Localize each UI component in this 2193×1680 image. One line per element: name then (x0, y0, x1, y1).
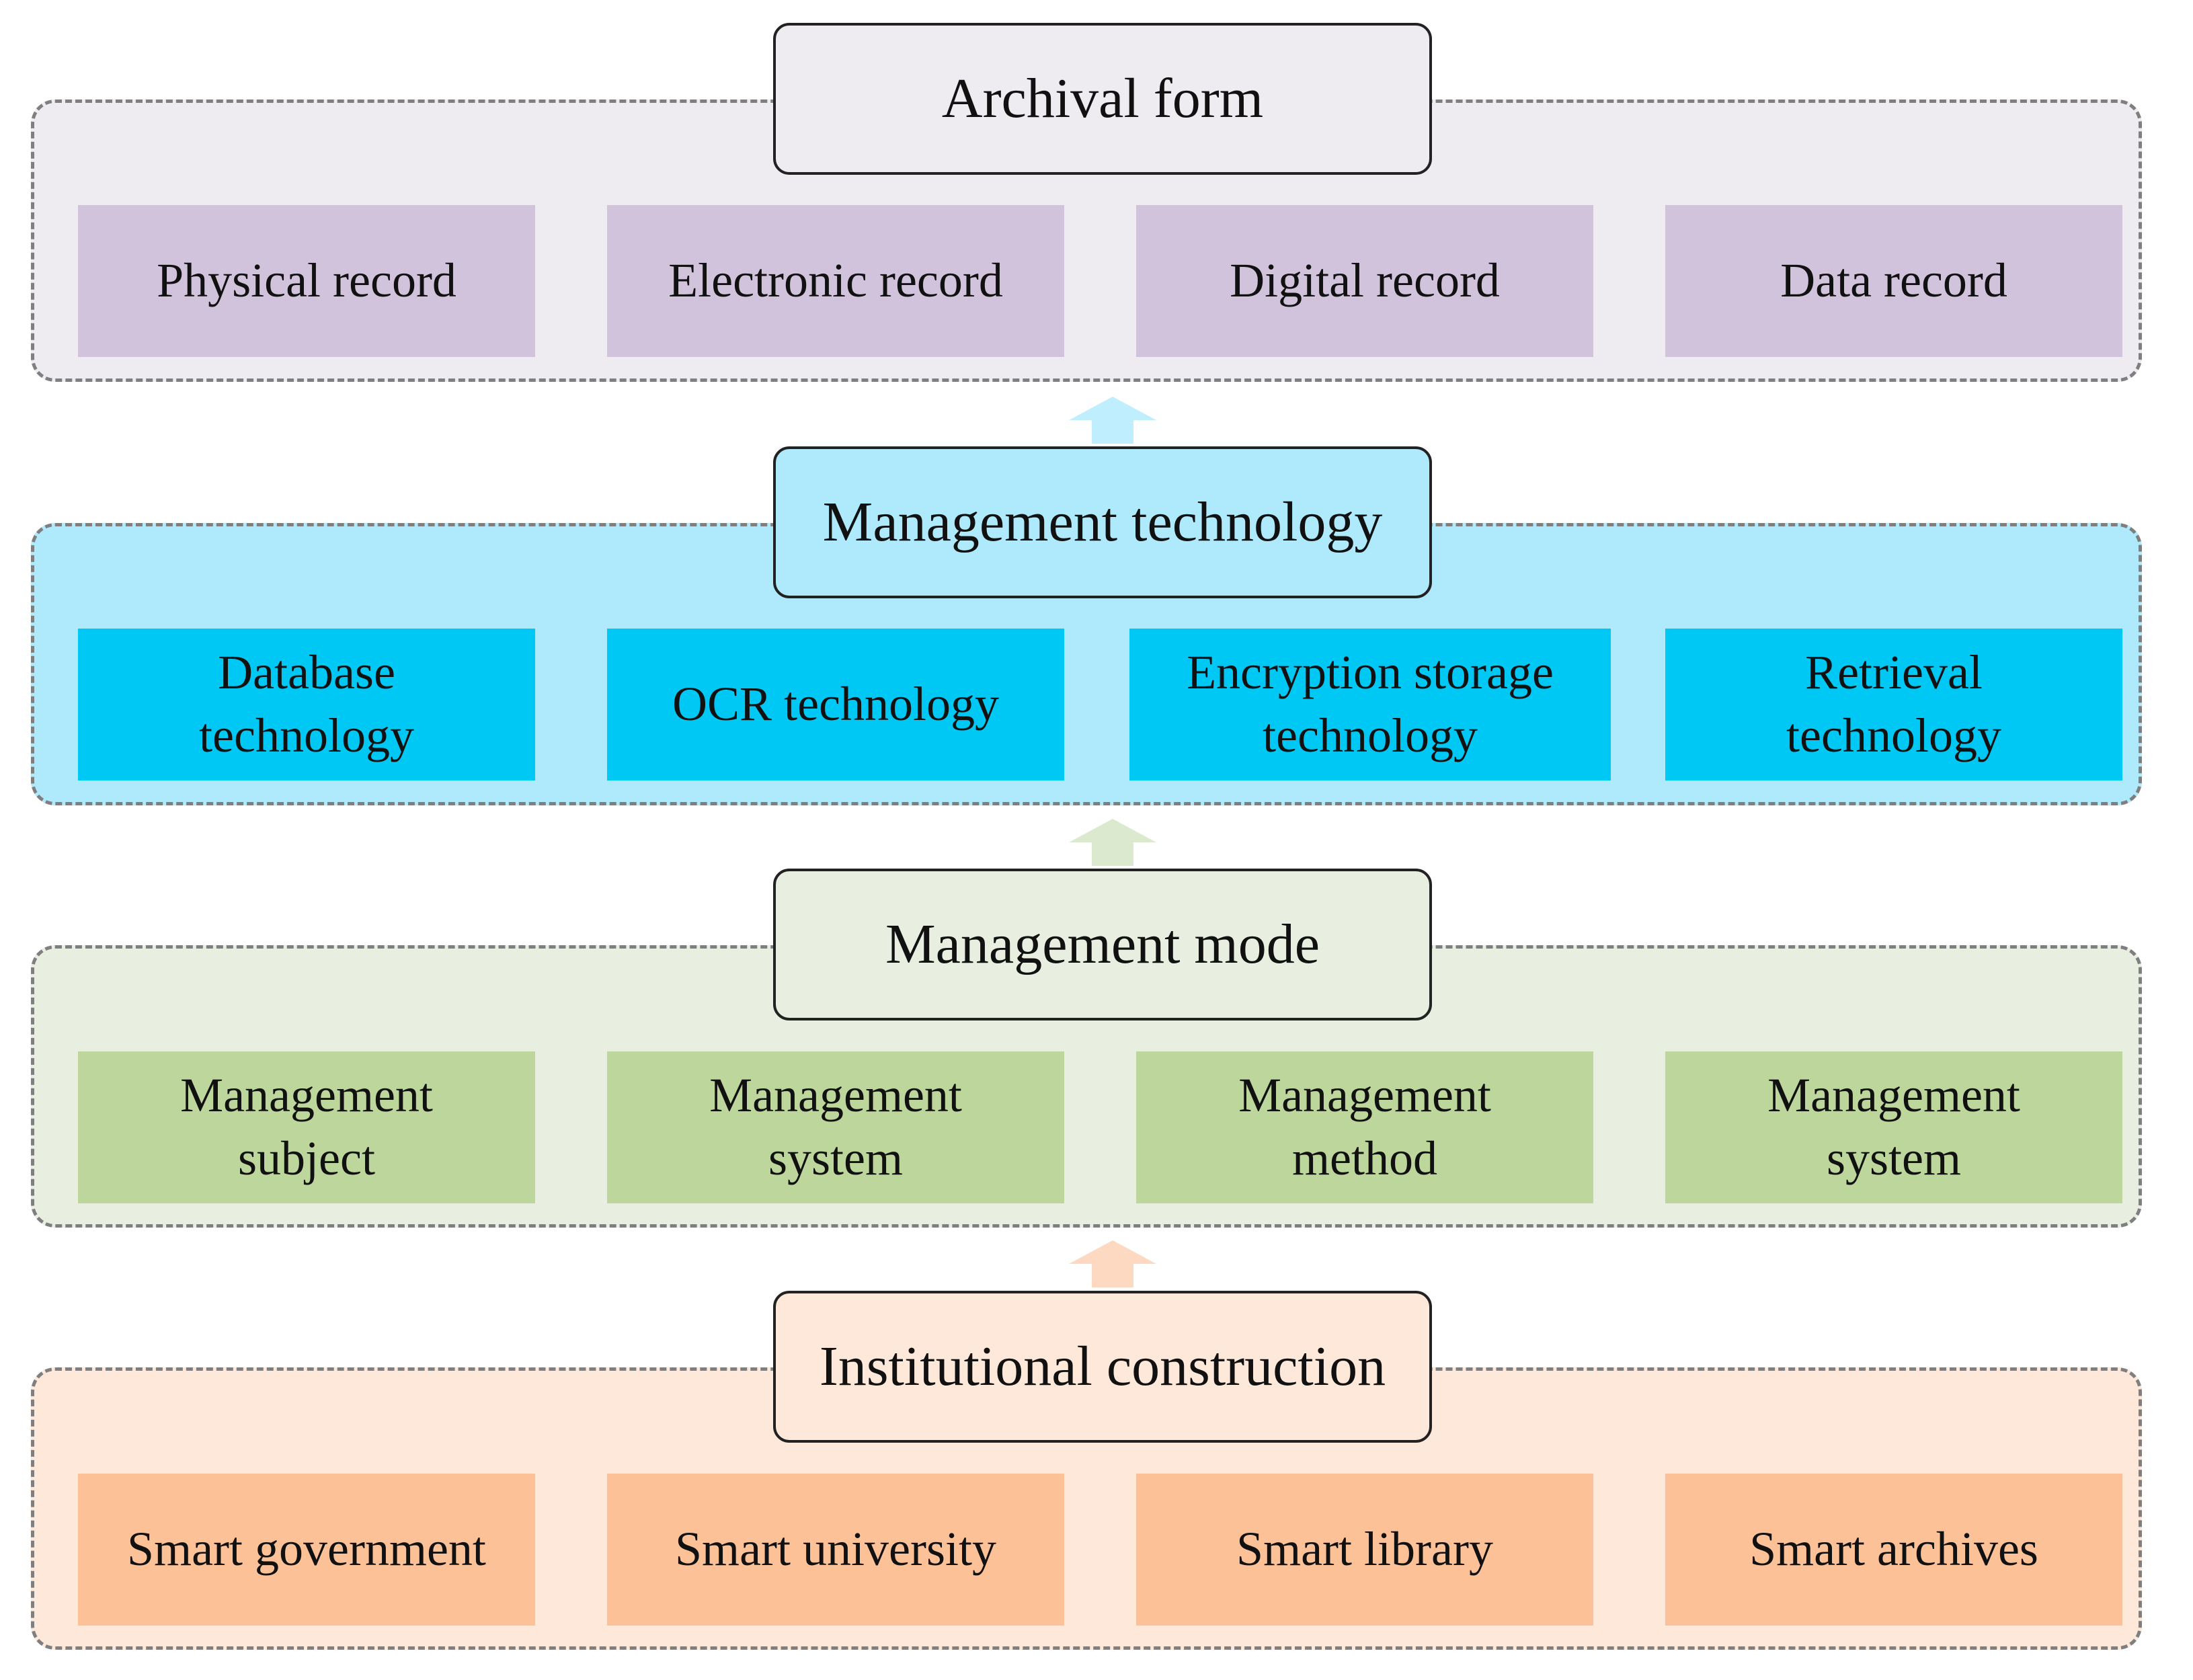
management-technology-title: Management technology (773, 446, 1432, 598)
up-arrow-shape (1069, 397, 1156, 444)
digital-record-box: Digital record (1136, 205, 1593, 357)
data-record-box: Data record (1665, 205, 2122, 357)
management-method-box: Management method (1136, 1051, 1593, 1203)
retrieval-technology-box: Retrieval technology (1665, 629, 2122, 781)
up-arrow-icon (1069, 819, 1156, 866)
smart-archives-box: Smart archives (1665, 1474, 2122, 1626)
management-subject-box: Management subject (78, 1051, 535, 1203)
up-arrow-icon (1069, 1240, 1156, 1287)
ocr-technology-box: OCR technology (607, 629, 1064, 781)
archival-form-title: Archival form (773, 23, 1432, 175)
management-system-box: Management system (607, 1051, 1064, 1203)
electronic-record-box: Electronic record (607, 205, 1064, 357)
smart-library-box: Smart library (1136, 1474, 1593, 1626)
physical-record-box: Physical record (78, 205, 535, 357)
encryption-storage-technology-box: Encryption storage technology (1129, 629, 1611, 781)
up-arrow-shape (1069, 1240, 1156, 1287)
up-arrow-icon (1069, 397, 1156, 444)
management-system-box-2: Management system (1665, 1051, 2122, 1203)
smart-university-box: Smart university (607, 1474, 1064, 1626)
database-technology-box: Database technology (78, 629, 535, 781)
management-mode-title: Management mode (773, 869, 1432, 1021)
institutional-construction-title: Institutional construction (773, 1291, 1432, 1443)
up-arrow-shape (1069, 819, 1156, 866)
smart-government-box: Smart government (78, 1474, 535, 1626)
